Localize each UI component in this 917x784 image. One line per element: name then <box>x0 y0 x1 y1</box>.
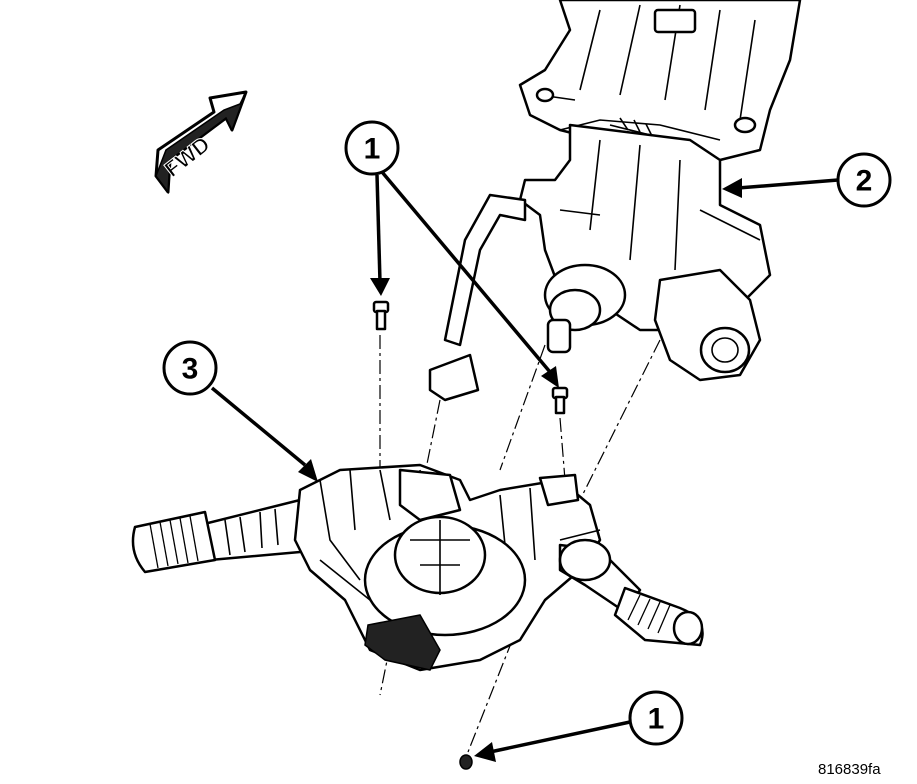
bracket-slot <box>653 8 697 34</box>
top-connector <box>398 468 462 522</box>
leader-lines <box>210 170 839 762</box>
left-stalk-grip-ridges <box>149 515 199 569</box>
callout-2: 2 <box>836 152 892 208</box>
center-line-right-screw <box>559 417 566 481</box>
left-stalk-markings <box>224 508 279 556</box>
housing-detail-lines <box>559 117 761 271</box>
leader-2-to-column <box>737 178 839 190</box>
leader-3-to-switch <box>210 386 307 467</box>
leader-arrowhead <box>298 459 318 482</box>
callout-3: 3 <box>162 340 218 396</box>
right-connector <box>538 473 580 507</box>
ignition-lock-cylinder <box>699 326 751 374</box>
leader-arrowhead <box>370 278 390 296</box>
right-stalk-end-cap <box>672 610 704 646</box>
bracket-bolt-hole-left <box>535 87 555 103</box>
leader-arrowhead <box>722 178 742 198</box>
callout-number: 1 <box>364 133 381 166</box>
right-stalk-base <box>558 538 612 582</box>
fwd-direction-arrow: FWD <box>154 90 248 195</box>
bracket-bolt-hole <box>733 116 757 134</box>
wiring-connector <box>364 614 441 671</box>
clockspring-details <box>410 520 470 595</box>
callout-1-bottom: 1 <box>628 690 684 746</box>
figure-id: 816839fa <box>818 761 881 778</box>
screw-upper-left <box>372 300 390 331</box>
leader-1-to-bottom-screw <box>489 720 631 754</box>
leader-1-to-left-screw <box>375 174 382 283</box>
screw-bottom <box>459 754 473 770</box>
ignition-lock-face <box>711 337 739 363</box>
right-stalk-grip-ridges <box>627 594 671 634</box>
callout-1-top: 1 <box>344 120 400 176</box>
screw-upper-right <box>551 386 569 415</box>
column-shaft-tip <box>546 318 572 354</box>
multifunction-switch <box>131 463 704 672</box>
leader-1-to-right-screw <box>380 170 552 374</box>
column-support-arm <box>443 193 527 347</box>
steering-column <box>428 0 802 402</box>
column-clip <box>428 353 480 402</box>
fwd-arrow-shadow <box>155 91 247 195</box>
callout-number: 2 <box>856 165 873 198</box>
center-line-column <box>499 344 546 471</box>
bracket-detail-lines <box>539 4 756 141</box>
callout-number: 3 <box>182 353 199 386</box>
callout-number: 1 <box>648 703 665 736</box>
leader-arrowhead <box>474 742 496 762</box>
leader-arrowhead <box>541 366 559 388</box>
fasteners <box>372 300 569 770</box>
